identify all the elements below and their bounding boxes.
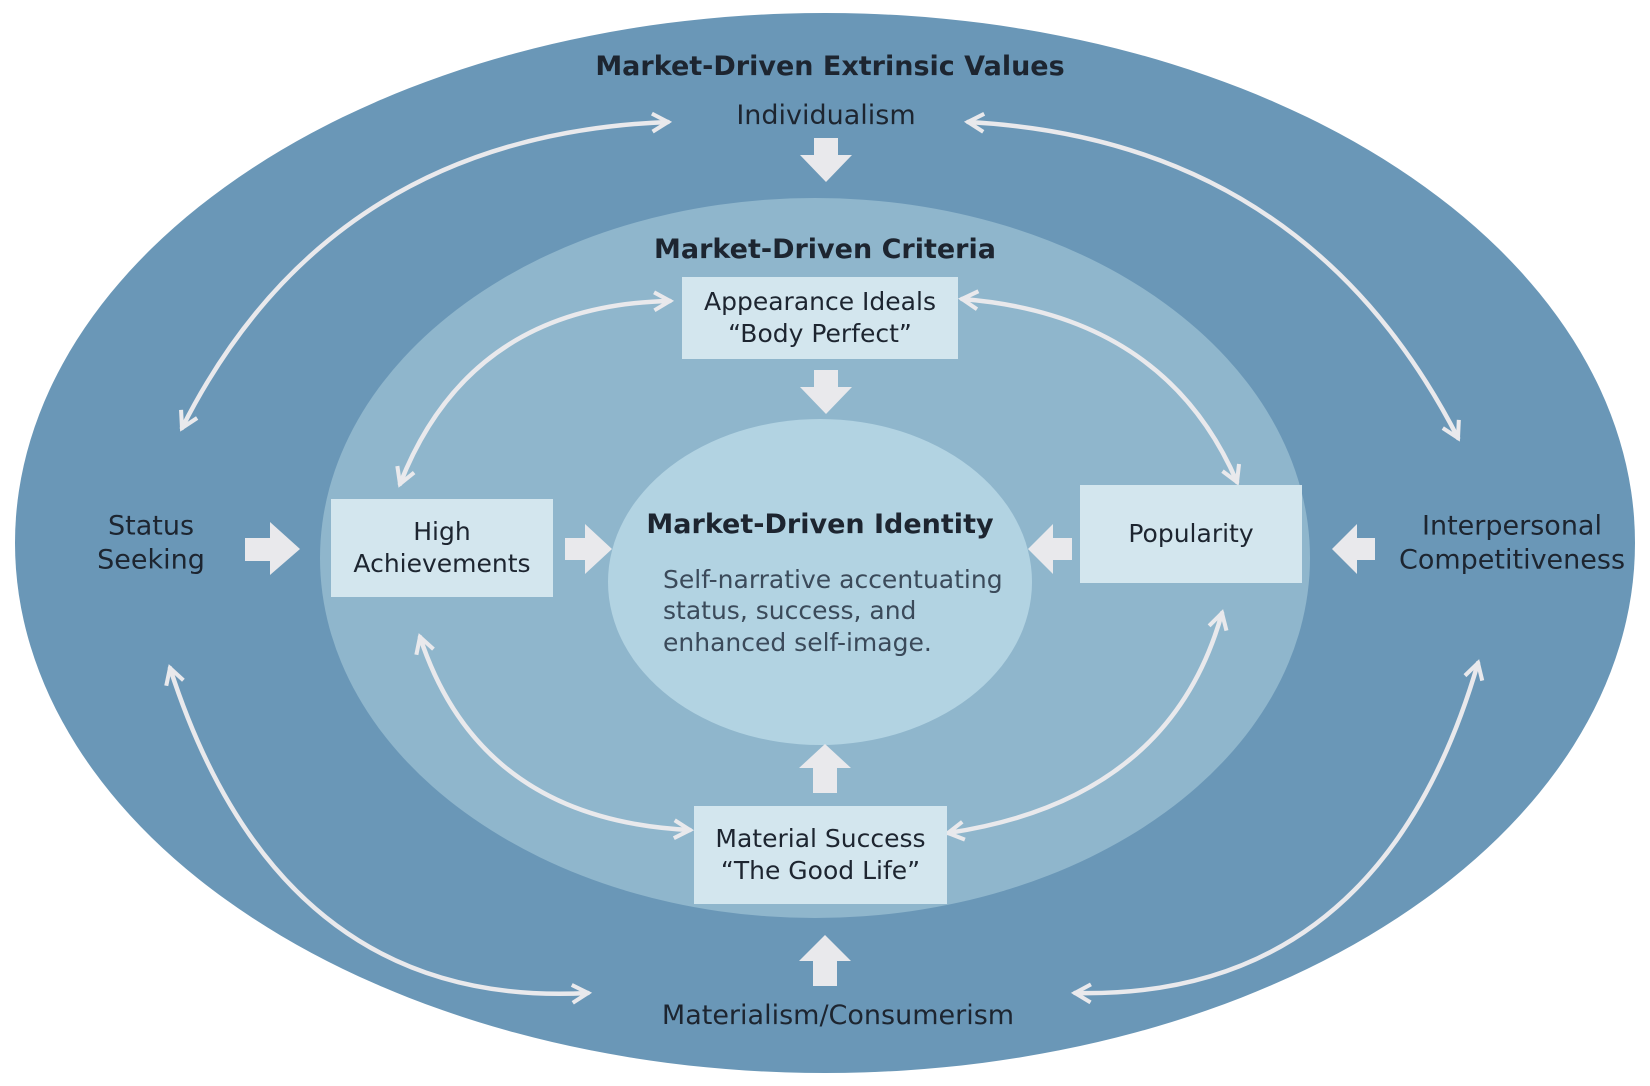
double-arrow-inner-bottom-right [943,609,1229,842]
identity-core-title: Market-Driven Identity [646,509,994,541]
double-arrow-outer-top-left [179,111,673,432]
material-success-box: Material Success “The Good Life” [694,806,947,904]
middle-ring-title: Market-Driven Criteria [654,234,996,266]
double-arrow-outer-top-right [963,112,1461,442]
appearance-ideals-line-1: Appearance Ideals [704,287,936,317]
block-arrow-appearance-down [800,370,852,414]
double-arrow-inner-bottom-left [414,633,695,841]
high-achievements-line-1: High [413,517,471,547]
competitiveness-line-2: Competitiveness [1398,544,1626,575]
block-arrow-status-right [245,522,300,575]
competitiveness-line-1: Interpersonal [1422,510,1602,542]
popularity-line-1: Popularity [1128,519,1254,549]
block-arrow-consumerism-up [799,935,851,986]
high-achievements-line-2: Achievements [353,549,531,578]
double-arrow-outer-bottom-right [1070,659,1485,1005]
high-achievements-box: High Achievements [331,499,553,597]
status-seeking-line-2: Seeking [97,544,205,575]
material-success-line-2: “The Good Life” [720,856,921,885]
double-arrow-outer-bottom-left [164,664,593,1005]
status-seeking-label: Status Seeking [97,509,205,577]
popularity-box: Popularity [1080,485,1302,583]
block-arrow-individualism-down [800,138,852,182]
double-arrow-inner-top-left [395,290,675,488]
appearance-ideals-line-2: “Body Perfect” [728,319,912,348]
block-arrow-popularity-left [1028,524,1072,574]
material-success-line-1: Material Success [715,824,926,854]
double-arrow-inner-top-right [957,289,1242,486]
block-arrow-competitiveness-left [1332,524,1375,574]
materialism-consumerism-label: Materialism/Consumerism [661,1000,1015,1032]
status-seeking-line-1: Status [107,510,195,542]
block-arrow-material-up [799,744,851,793]
outer-ring-title: Market-Driven Extrinsic Values [595,51,1065,83]
identity-core [608,419,1032,745]
interpersonal-competitiveness-label: Interpersonal Competitiveness [1399,509,1625,577]
identity-description-line-3: enhanced self-image. [663,627,932,657]
identity-description-line-1: Self-narrative accentuating [663,565,1003,594]
block-arrow-achievements-right [565,524,612,574]
appearance-ideals-box: Appearance Ideals “Body Perfect” [682,277,958,359]
individualism-label: Individualism [736,100,916,132]
identity-description-line-2: status, success, and [663,596,917,626]
identity-core-description: Self-narrative accentuating status, succ… [663,564,1003,658]
